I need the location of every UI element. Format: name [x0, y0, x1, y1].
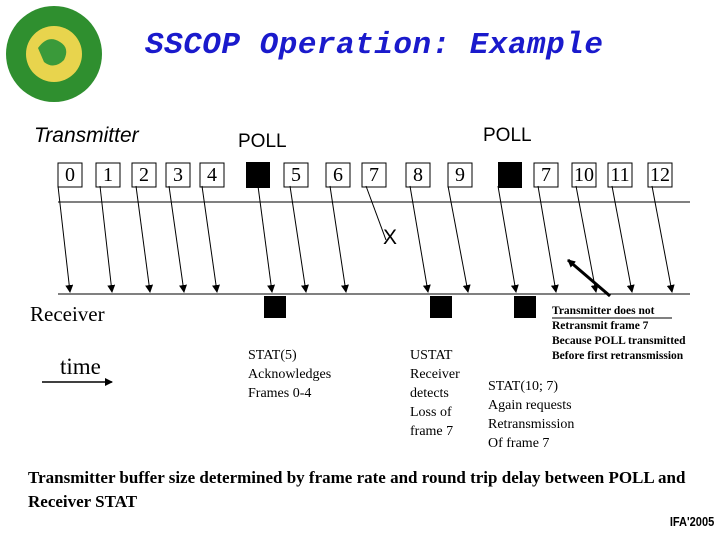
poll-block-2	[498, 162, 522, 188]
frame-label-8: 8	[413, 164, 423, 186]
frame-label-2: 2	[139, 164, 149, 186]
frame-label-5: 5	[291, 164, 301, 186]
frame-arrow-12	[651, 185, 675, 293]
poll-arrow-2	[497, 185, 519, 293]
note-arrow	[567, 258, 611, 298]
frame-boxes	[57, 162, 673, 188]
frame-label-7: 7	[369, 164, 379, 186]
frame-arrow-6	[329, 185, 349, 293]
frame-label-12: 12	[650, 164, 670, 186]
frame-label-4: 4	[207, 164, 217, 186]
frame-label-0: 0	[65, 164, 75, 186]
frame-arrow-7-lost	[365, 185, 387, 241]
bottom-caption: Transmitter buffer size determined by fr…	[28, 468, 686, 511]
frame-arrow-4	[201, 185, 220, 293]
frame-label-7-retx: 7	[541, 164, 551, 186]
retransmit-note: Transmitter does not Retransmit frame 7 …	[552, 305, 686, 362]
frame-arrow-0	[57, 185, 74, 293]
ustat-block	[430, 296, 452, 318]
frame-label-9: 9	[455, 164, 465, 186]
frame-arrow-3	[168, 185, 187, 293]
frame-label-11: 11	[610, 164, 630, 186]
frame-label-3: 3	[173, 164, 183, 186]
receiver-label: Receiver	[30, 302, 105, 326]
frame-label-1: 1	[103, 164, 113, 186]
frame-arrow-11	[611, 185, 635, 293]
frame-arrow-7-retx	[537, 185, 559, 293]
stat2-block	[514, 296, 536, 318]
frame-arrow-10	[575, 185, 599, 293]
poll-label-2: POLL	[483, 125, 532, 146]
poll-label-1: POLL	[238, 131, 287, 152]
frame-arrow-2	[135, 185, 154, 293]
poll-arrow-1	[257, 185, 276, 293]
frame-arrow-8	[409, 185, 431, 293]
page-title: SSCOP Operation: Example	[145, 28, 604, 63]
transmitter-label: Transmitter	[34, 124, 139, 147]
credit-mark: IFA'2005	[669, 514, 714, 529]
frame-label-6: 6	[333, 164, 343, 186]
poll-block-1	[246, 162, 270, 188]
frame-arrow-9	[447, 185, 471, 293]
stat-block	[264, 296, 286, 318]
lab-logo	[4, 4, 104, 104]
loss-mark: X	[383, 226, 398, 249]
ustat-annotation: USTAT Receiver detects Loss of frame 7	[410, 348, 460, 439]
stat2-annotation: STAT(10; 7) Again requests Retransmissio…	[488, 379, 575, 451]
time-label: time	[60, 354, 101, 379]
frame-arrow-5	[289, 185, 309, 293]
frame-arrows	[57, 185, 675, 293]
frame-arrow-1	[99, 185, 116, 293]
frame-label-10: 10	[574, 164, 594, 186]
stat-annotation: STAT(5) Acknowledges Frames 0-4	[248, 348, 332, 401]
